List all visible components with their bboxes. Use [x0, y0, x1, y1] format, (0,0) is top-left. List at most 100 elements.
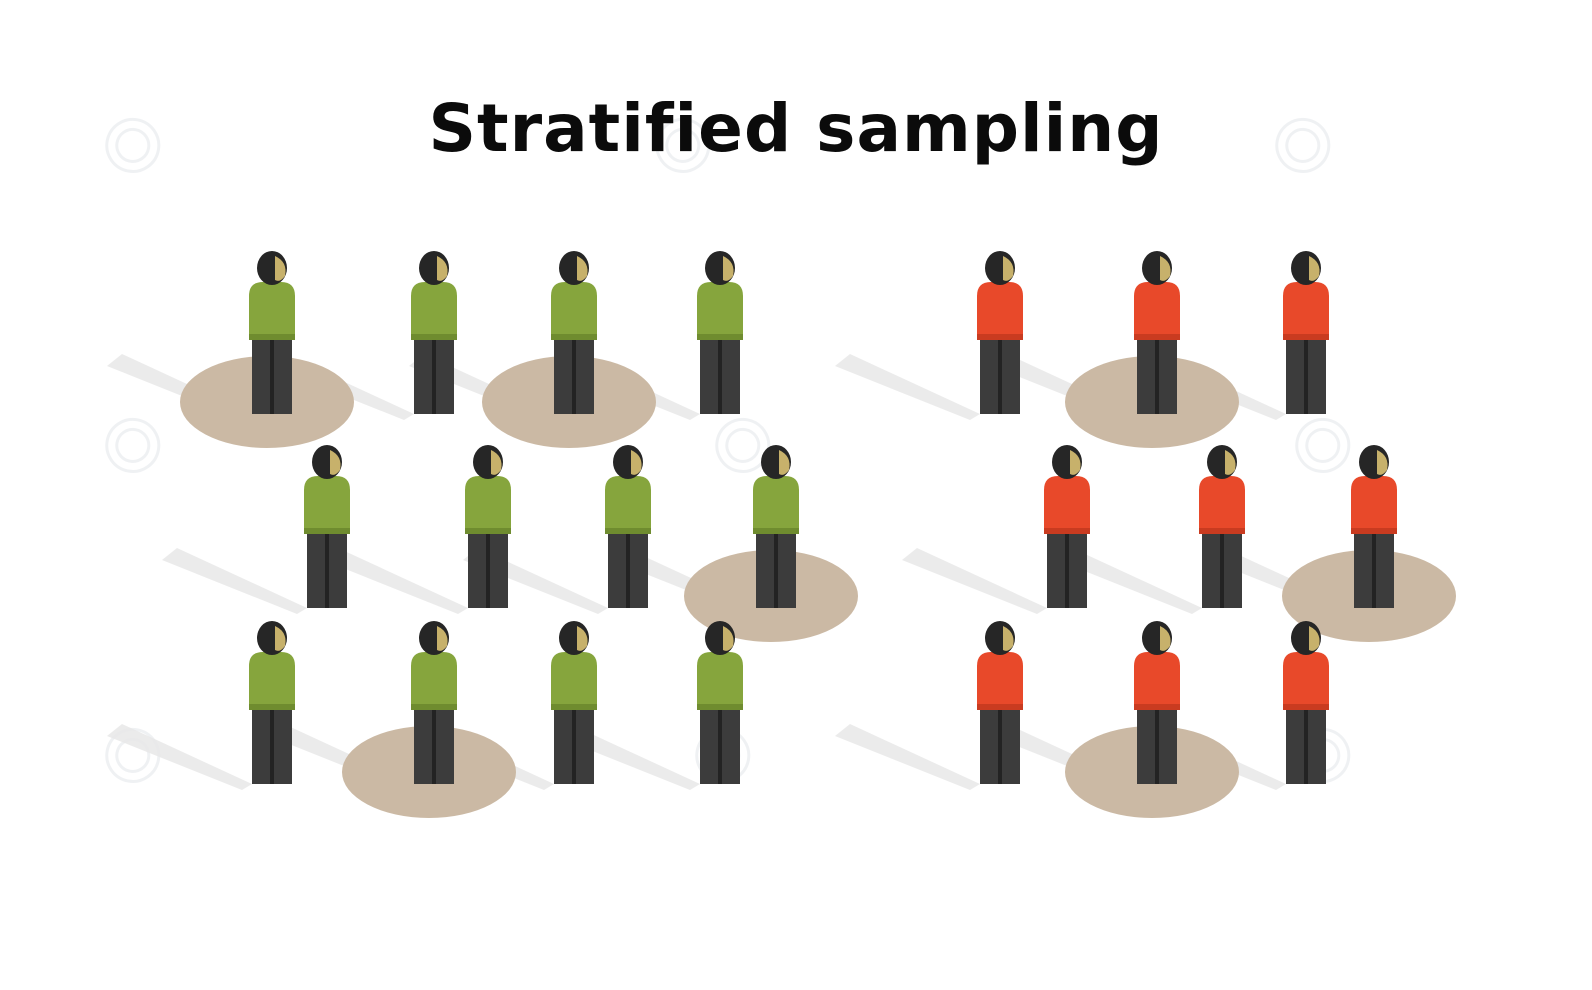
person-legs-gap — [572, 710, 576, 784]
person-face — [275, 256, 286, 281]
person-shirt-hem — [551, 704, 597, 710]
person-legs-gap — [432, 710, 436, 784]
person-face — [275, 626, 286, 651]
person-legs-gap — [486, 534, 490, 608]
person-shirt — [1199, 476, 1245, 534]
person-figure-icon — [697, 251, 743, 414]
person-shirt — [753, 476, 799, 534]
person-figure-icon — [1283, 621, 1329, 784]
person-shirt-hem — [411, 334, 457, 340]
person-face — [1377, 450, 1388, 475]
person-shirt — [1134, 282, 1180, 340]
person-shadow — [902, 548, 1047, 614]
person-legs-gap — [1155, 340, 1159, 414]
person-legs-gap — [1155, 710, 1159, 784]
person-face — [631, 450, 642, 475]
person-shirt — [249, 652, 295, 710]
person-shirt — [1283, 652, 1329, 710]
person-face — [577, 256, 588, 281]
person-shirt-hem — [249, 334, 295, 340]
person-shirt-hem — [1044, 528, 1090, 534]
person-shirt-hem — [697, 334, 743, 340]
person-face — [437, 626, 448, 651]
person-figure-icon — [304, 445, 350, 608]
person-legs-gap — [998, 340, 1002, 414]
person-legs-gap — [718, 340, 722, 414]
watermark-spiral-icon — [105, 417, 161, 473]
person-shadow — [1057, 548, 1202, 614]
person-face — [779, 450, 790, 475]
person-shirt-hem — [1283, 704, 1329, 710]
person-face — [491, 450, 502, 475]
person-shirt-hem — [1283, 334, 1329, 340]
watermark-spiral-icon — [1275, 117, 1331, 173]
person-legs-gap — [270, 340, 274, 414]
person-figure-icon — [1283, 251, 1329, 414]
watermark — [105, 417, 161, 473]
watermark — [105, 117, 161, 173]
person-face — [1160, 256, 1171, 281]
watermark-spiral-icon — [655, 117, 711, 173]
person-legs-gap — [432, 340, 436, 414]
person-figure-icon — [249, 251, 295, 414]
person-legs-gap — [1372, 534, 1376, 608]
person-shirt — [977, 652, 1023, 710]
person-shirt — [605, 476, 651, 534]
person-face — [723, 626, 734, 651]
person-figure-icon — [551, 621, 597, 784]
person-shirt — [249, 282, 295, 340]
person-figure-icon — [1134, 621, 1180, 784]
person-shirt — [551, 652, 597, 710]
person-shadow — [162, 548, 307, 614]
person-face — [577, 626, 588, 651]
person-shirt — [304, 476, 350, 534]
person-face — [437, 256, 448, 281]
person-figure-icon — [1134, 251, 1180, 414]
person-shirt-hem — [411, 704, 457, 710]
person-shirt — [1283, 282, 1329, 340]
person-shirt — [697, 282, 743, 340]
person-shirt — [1134, 652, 1180, 710]
person-figure-icon — [753, 445, 799, 608]
watermark-spiral-icon — [105, 117, 161, 173]
person-legs-gap — [998, 710, 1002, 784]
person-shadow — [323, 548, 468, 614]
person-figure-icon — [697, 621, 743, 784]
person-shirt — [411, 282, 457, 340]
person-shirt-hem — [753, 528, 799, 534]
person-shirt-hem — [465, 528, 511, 534]
person-shirt-hem — [605, 528, 651, 534]
person-figure-icon — [1351, 445, 1397, 608]
person-shirt-hem — [977, 704, 1023, 710]
person-shirt-hem — [1134, 704, 1180, 710]
people-layer — [249, 251, 1397, 784]
person-legs-gap — [270, 710, 274, 784]
person-shirt — [411, 652, 457, 710]
person-legs-gap — [774, 534, 778, 608]
watermark — [1275, 117, 1331, 173]
person-figure-icon — [551, 251, 597, 414]
person-face — [1225, 450, 1236, 475]
watermark-spiral-icon — [715, 417, 771, 473]
person-legs-gap — [718, 710, 722, 784]
watermark-spiral-inner-icon — [1305, 427, 1341, 463]
watermark — [655, 117, 711, 173]
watermark-spiral-icon — [1295, 417, 1351, 473]
person-figure-icon — [411, 251, 457, 414]
person-shirt-hem — [697, 704, 743, 710]
watermark — [1295, 417, 1351, 473]
person-shirt-hem — [249, 704, 295, 710]
person-shadow — [835, 724, 980, 790]
person-face — [1309, 626, 1320, 651]
person-legs-gap — [1304, 340, 1308, 414]
watermark-spiral-inner-icon — [725, 427, 761, 463]
person-shadow — [107, 724, 252, 790]
person-face — [1160, 626, 1171, 651]
person-shirt-hem — [551, 334, 597, 340]
person-shirt — [551, 282, 597, 340]
person-legs-gap — [1065, 534, 1069, 608]
person-face — [330, 450, 341, 475]
person-shirt-hem — [1134, 334, 1180, 340]
